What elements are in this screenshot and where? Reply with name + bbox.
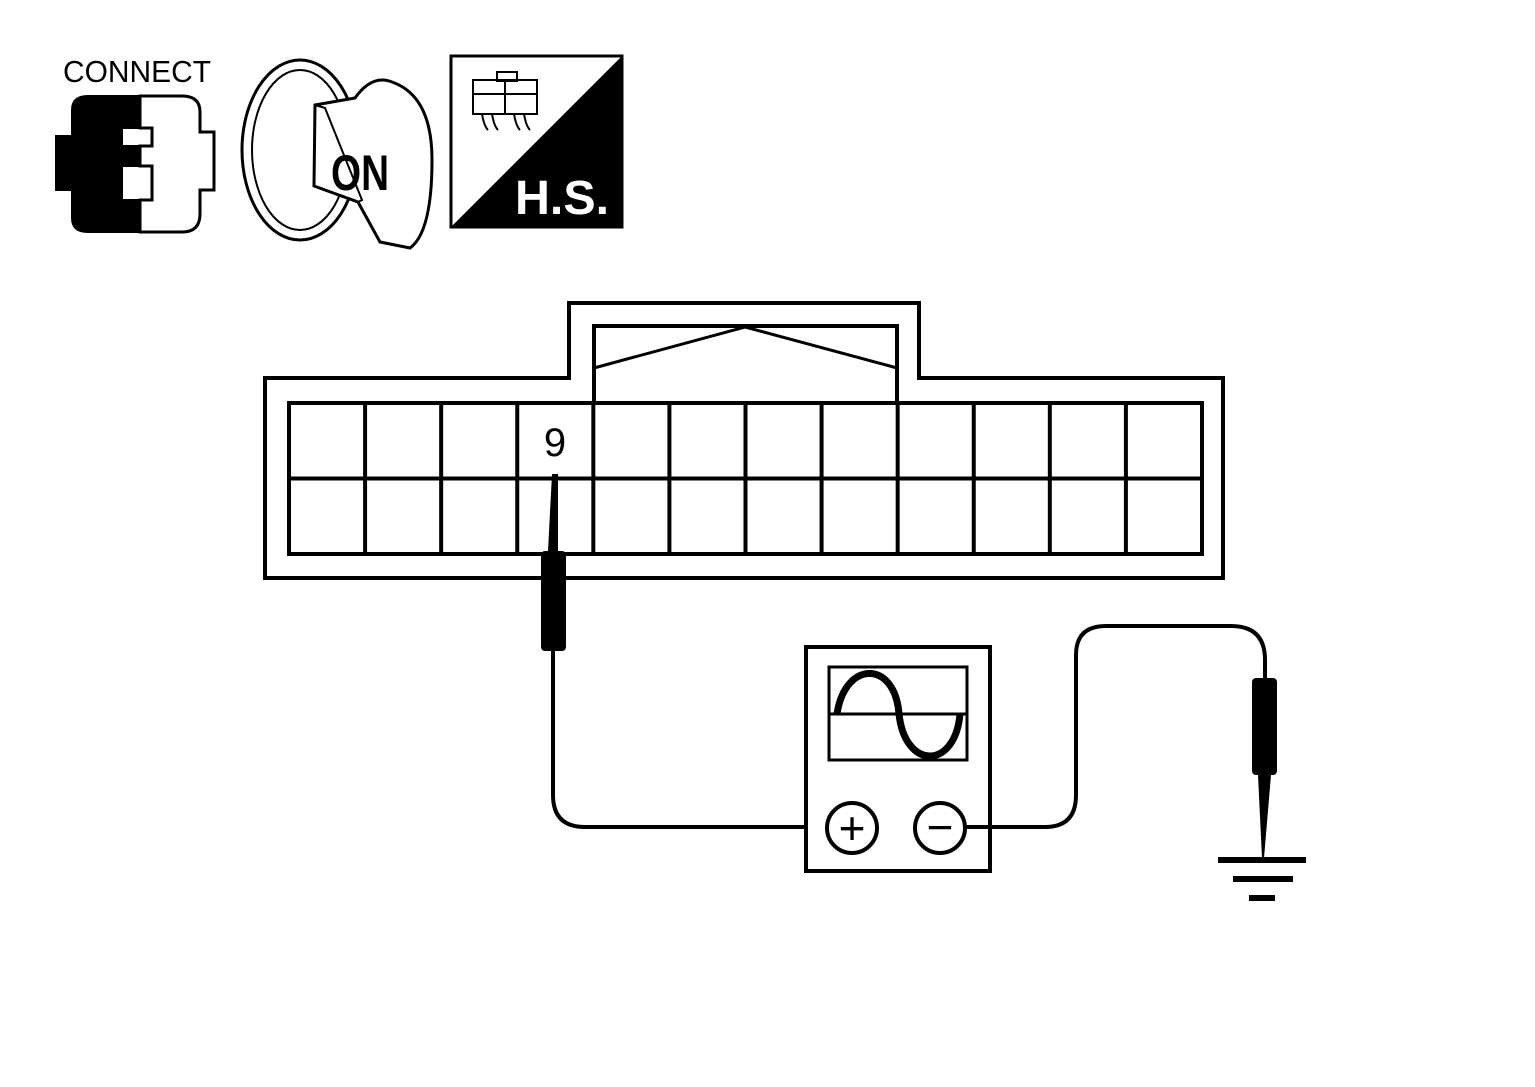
- positive-probe: [541, 474, 826, 829]
- connect-icon-group: CONNECT: [55, 54, 216, 234]
- ground-symbol-icon: [1218, 857, 1306, 901]
- negative-probe: [965, 624, 1277, 858]
- positive-symbol: +: [839, 802, 866, 854]
- positive-terminal: [825, 801, 879, 855]
- ignition-on-label: ON: [331, 145, 389, 201]
- terminal-grid: [289, 403, 1202, 554]
- connect-label: CONNECT: [63, 54, 211, 89]
- ignition-key-icon: ON: [240, 58, 434, 250]
- terminal-label: 9: [544, 421, 566, 465]
- connector-connected-icon: [55, 94, 216, 234]
- harness-side-label: H.S.: [515, 172, 609, 225]
- oscilloscope-icon: + −: [804, 645, 992, 873]
- sine-wave: [833, 670, 964, 760]
- mini-connector-icon: [472, 71, 538, 131]
- negative-symbol: −: [927, 801, 954, 853]
- harness-side-icon: H.S.: [449, 54, 624, 229]
